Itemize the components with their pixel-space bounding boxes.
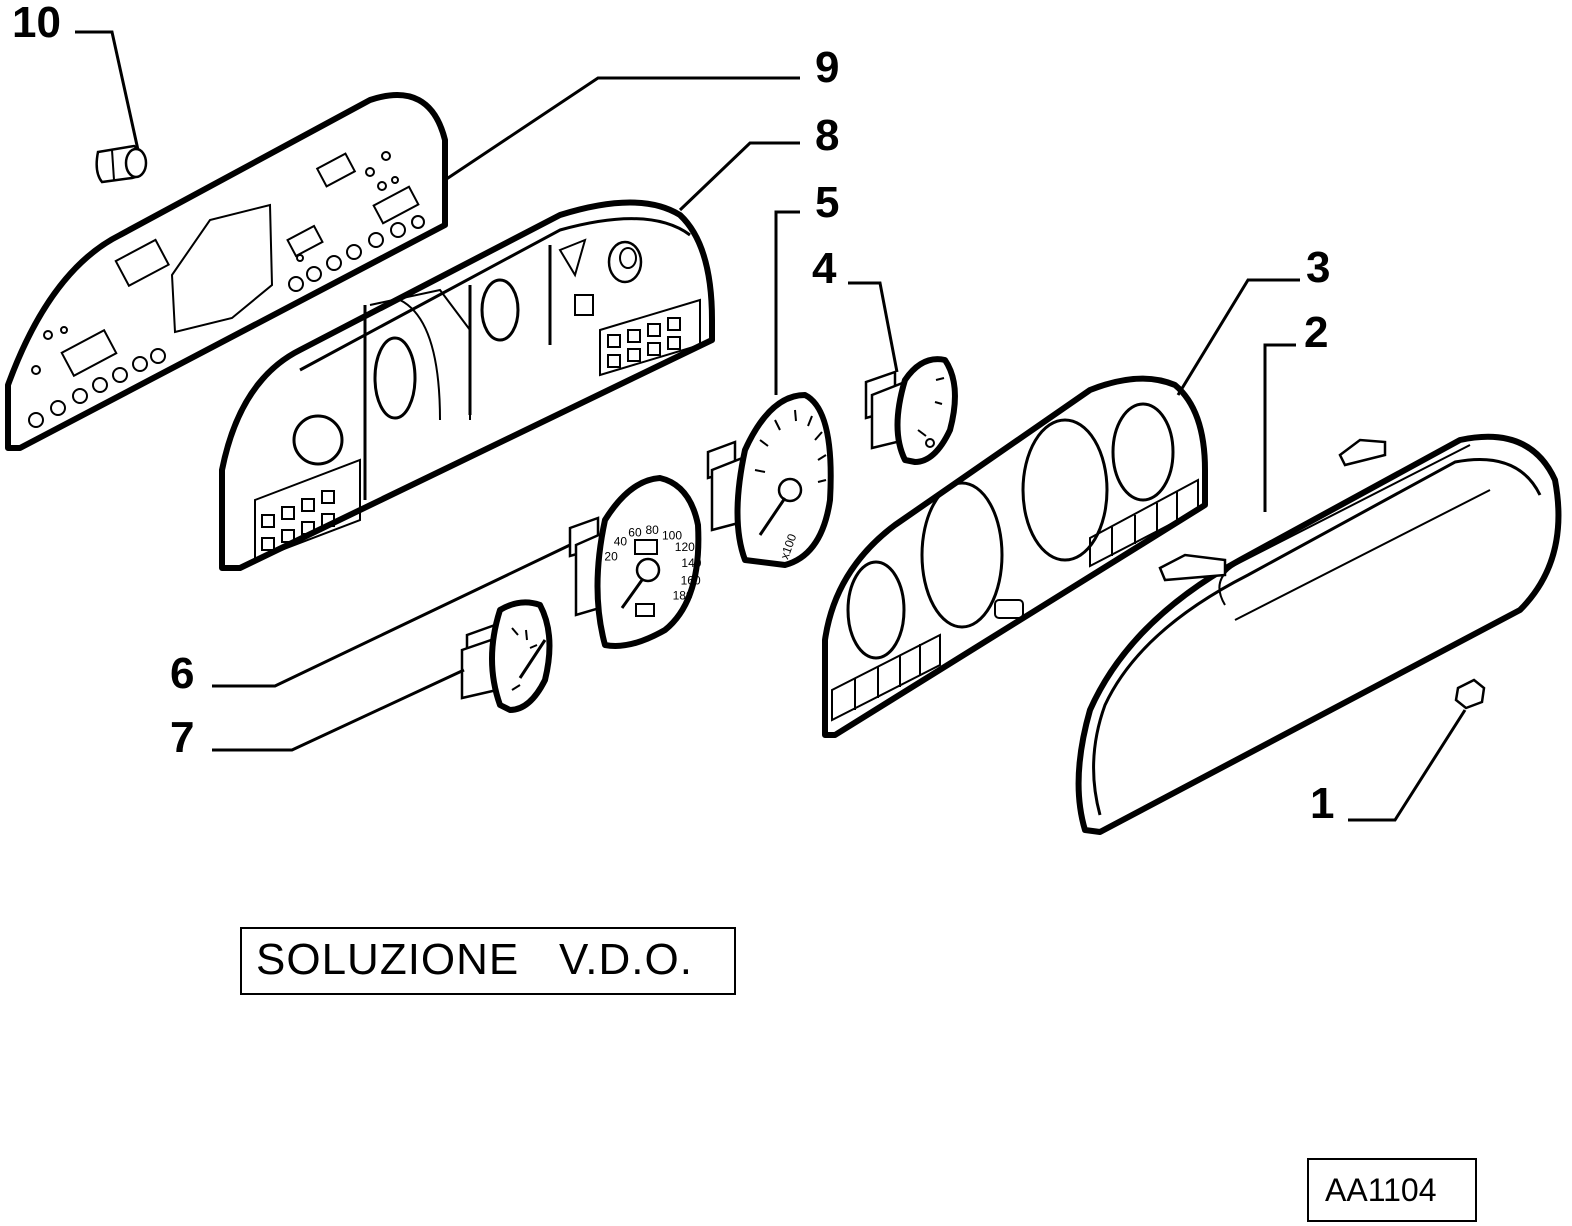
solution-label-box: SOLUZIONE V.D.O. (240, 927, 736, 995)
speedo-mark: 160 (681, 573, 701, 587)
callout-7: 7 (170, 713, 194, 762)
callout-8: 8 (815, 111, 839, 160)
solution-label: SOLUZIONE V.D.O. (256, 935, 693, 984)
part-1-nut (1454, 678, 1486, 710)
speedo-mark: 180 (673, 589, 693, 603)
callout-4: 4 (812, 244, 837, 293)
callout-2: 2 (1304, 308, 1328, 357)
part-2-cover (1075, 433, 1562, 835)
callout-5: 5 (815, 178, 839, 227)
part-9-circuit-panel (5, 92, 448, 451)
speedo-mark: 100 (662, 528, 682, 542)
speedo-mark: 60 (628, 525, 642, 539)
part-7-gauge (460, 599, 553, 713)
speedo-mark: 40 (614, 535, 628, 549)
callout-3: 3 (1306, 243, 1330, 292)
drawing-code: AA1104 (1325, 1172, 1437, 1208)
leader-lines (75, 30, 1467, 822)
callout-numbers: 10 9 8 5 4 3 2 1 6 7 (12, 0, 1334, 828)
callout-1: 1 (1310, 779, 1334, 828)
part-3-mask (822, 375, 1208, 738)
drawing-code-box: AA1104 (1307, 1158, 1477, 1222)
part-4-gauge (864, 356, 958, 465)
callout-9: 9 (815, 43, 839, 92)
part-10-bulb (95, 144, 148, 184)
speedo-mark: 80 (646, 523, 660, 537)
speedo-mark: 20 (604, 549, 618, 563)
callout-10: 10 (12, 0, 61, 47)
callout-6: 6 (170, 649, 194, 698)
part-5-tachometer: x100 (706, 392, 834, 568)
part-8-housing (219, 199, 715, 571)
speedo-mark: 120 (675, 540, 695, 554)
speedo-mark: 140 (681, 556, 701, 570)
